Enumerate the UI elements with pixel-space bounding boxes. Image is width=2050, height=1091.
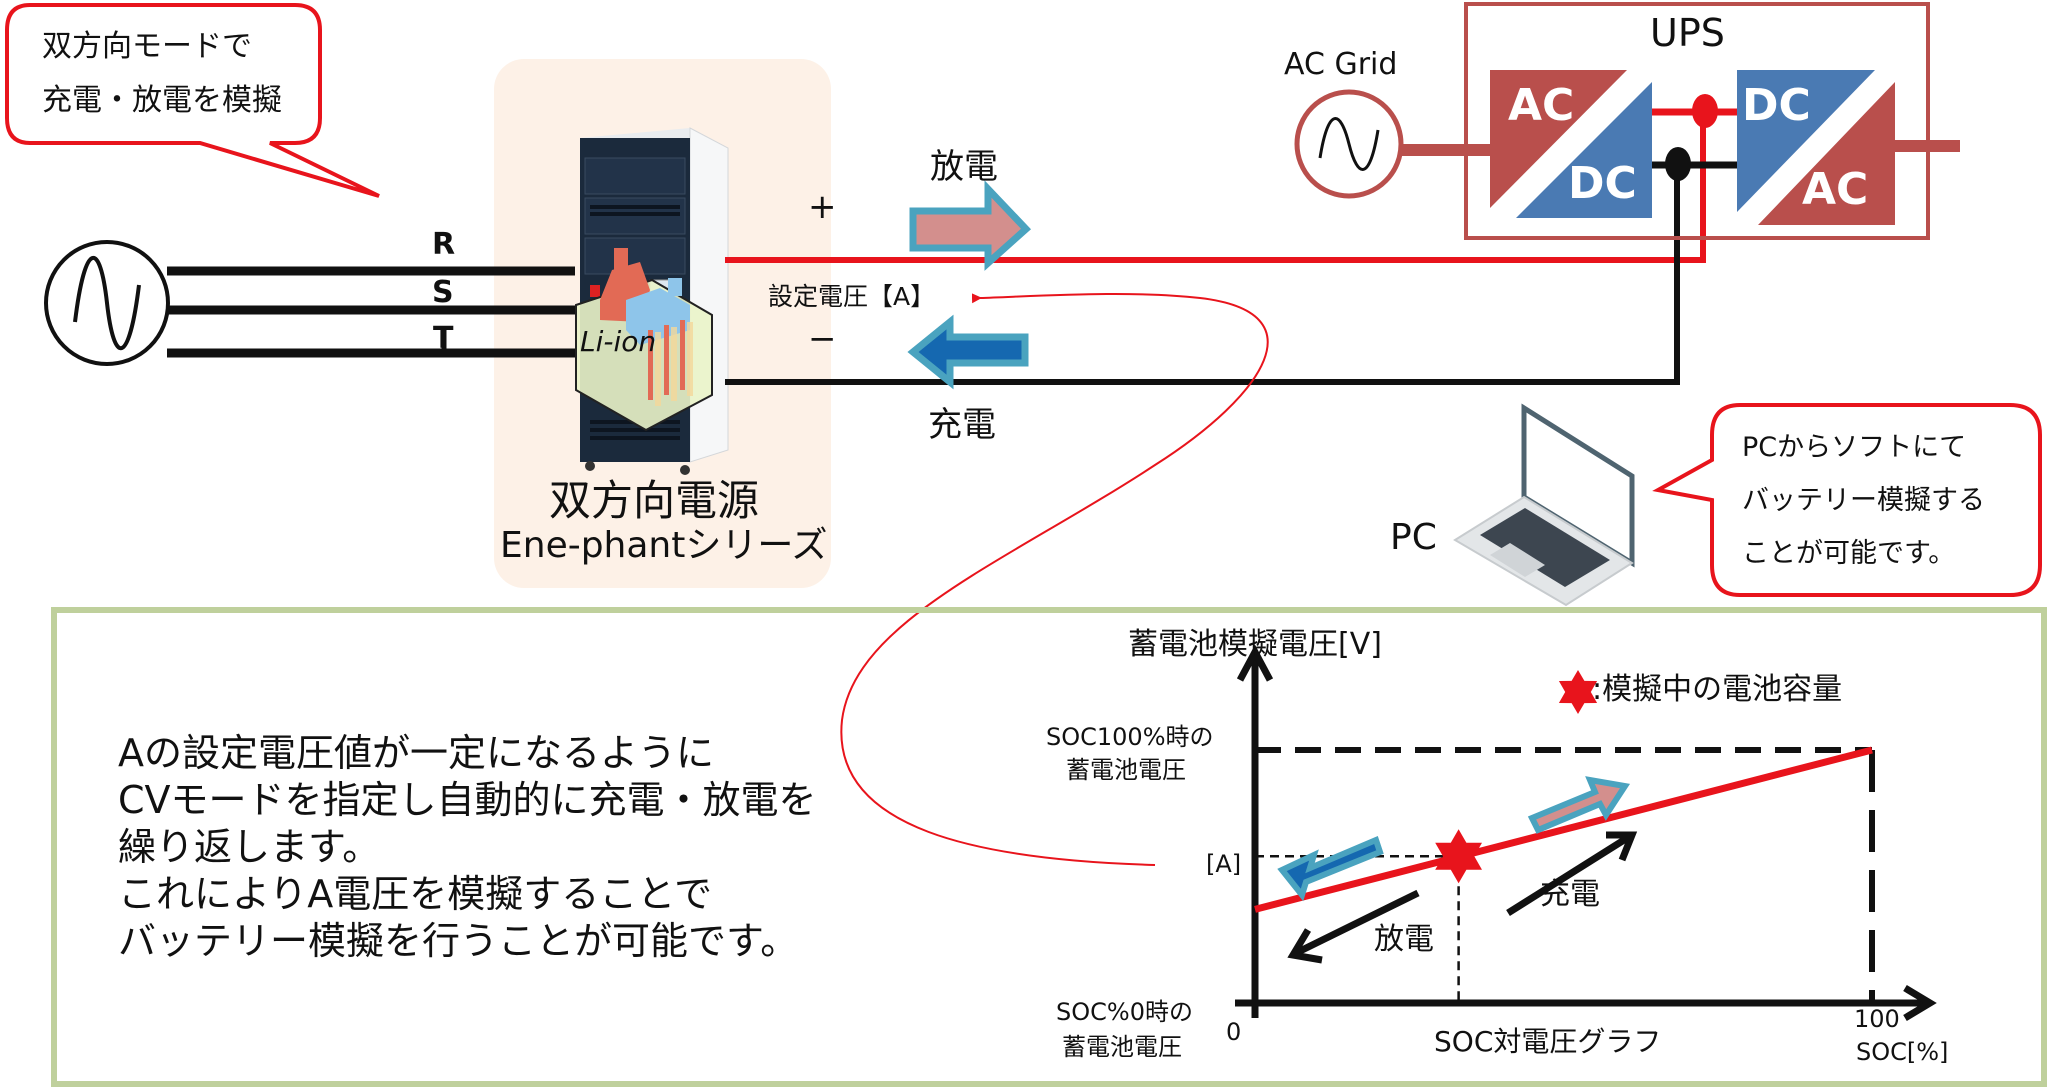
setpoint-voltage-label: 設定電圧【A】 bbox=[768, 282, 936, 311]
ac-grid-label: AC Grid bbox=[1284, 47, 1398, 82]
laptop-icon bbox=[1453, 403, 1635, 607]
legend-star-icon bbox=[1558, 670, 1598, 714]
explanation-line: バッテリー模擬を行うことが可能です。 bbox=[118, 919, 799, 963]
chart-legend-text: :模擬中の電池容量 bbox=[1592, 672, 1843, 707]
sine-wave-icon bbox=[1318, 117, 1380, 171]
charge-direction-arrow bbox=[1506, 832, 1634, 916]
callout-bubble-top-left bbox=[5, 3, 380, 198]
three-phase-lines bbox=[167, 266, 575, 358]
converter2-top-label: DC bbox=[1742, 80, 1811, 131]
setpoint-feedback-curve bbox=[840, 292, 1269, 866]
converter1-bottom-label: DC bbox=[1568, 158, 1637, 209]
y-tick-origin-line2: 蓄電池電圧 bbox=[1062, 1033, 1182, 1061]
chart-charge-annotation: 充電 bbox=[1540, 877, 1600, 912]
sine-wave-icon bbox=[73, 255, 141, 351]
ac-dc-converter bbox=[1490, 70, 1652, 218]
chart-discharge-flow-arrow bbox=[1527, 776, 1631, 834]
chart-discharge-annotation: 放電 bbox=[1374, 922, 1434, 957]
pc-label: PC bbox=[1390, 517, 1437, 558]
negative-junction-dot bbox=[1665, 147, 1691, 181]
converter2-bottom-label: AC bbox=[1802, 164, 1869, 215]
y-tick-origin-line1: SOC%0時の bbox=[1056, 998, 1193, 1026]
dc-minus-label: − bbox=[808, 319, 837, 359]
explanation-text: Aの設定電圧値が一定になるように CVモードを指定し自動的に充電・放電を 繰り返… bbox=[118, 730, 817, 965]
converter1-top-label: AC bbox=[1508, 80, 1575, 131]
charge-direction-arrowhead bbox=[1606, 831, 1638, 862]
chart-y-axis-label: 蓄電池模擬電圧[V] bbox=[1128, 627, 1382, 662]
dc-negative-line bbox=[725, 163, 1680, 385]
explanation-line: Aの設定電圧値が一定になるように bbox=[118, 731, 714, 775]
y-tick-max-line1: SOC100%時の bbox=[1046, 723, 1214, 751]
dc-ac-converter bbox=[1737, 70, 1895, 225]
phase-label-t: T bbox=[433, 321, 454, 356]
callout-bubble-pc bbox=[1652, 403, 2042, 597]
chart-charge-flow-arrow bbox=[1277, 835, 1384, 902]
ups-title: UPS bbox=[1650, 11, 1725, 55]
chart-x-axis-label: SOC[%] bbox=[1856, 1038, 1949, 1066]
device-title: 双方向電源 bbox=[549, 476, 760, 525]
explanation-line: 繰り返します。 bbox=[118, 825, 381, 869]
soc-voltage-line bbox=[1254, 746, 1873, 913]
discharge-label: 放電 bbox=[930, 147, 998, 187]
battery-label: Li-ion bbox=[580, 325, 657, 358]
soc-voltage-chart bbox=[1235, 644, 1937, 1022]
x-tick-100: 100 bbox=[1854, 1005, 1900, 1033]
callout-pc-line2: バッテリー模擬する bbox=[1742, 485, 1985, 516]
y-tick-setpoint: [A] bbox=[1206, 850, 1242, 878]
phase-label-s: S bbox=[432, 275, 454, 310]
y-tick-max-line2: 蓄電池電圧 bbox=[1066, 756, 1186, 784]
ups-box bbox=[1464, 2, 1930, 240]
discharge-direction-arrowhead bbox=[1287, 928, 1323, 964]
discharge-flow-arrow bbox=[909, 180, 1032, 271]
phase-label-r: R bbox=[432, 227, 456, 262]
callout-top-left-line2: 充電・放電を模擬 bbox=[42, 83, 282, 118]
dc-positive-line bbox=[725, 111, 1706, 263]
charge-label: 充電 bbox=[928, 405, 996, 445]
callout-top-left-line1: 双方向モードで bbox=[42, 29, 252, 64]
li-ion-battery-icon bbox=[575, 248, 713, 432]
callout-pc-line3: ことが可能です。 bbox=[1742, 538, 1956, 569]
charge-flow-arrow bbox=[907, 314, 1029, 390]
chart-title: SOC対電圧グラフ bbox=[1434, 1025, 1662, 1058]
y-axis-arrowhead bbox=[1236, 644, 1274, 682]
discharge-direction-arrow bbox=[1294, 889, 1420, 957]
positive-junction-dot bbox=[1692, 94, 1718, 128]
explanation-panel bbox=[51, 607, 2047, 1087]
dc-plus-label: + bbox=[808, 187, 837, 227]
explanation-line: CVモードを指定し自動的に充電・放電を bbox=[118, 778, 817, 822]
battery-capacity-star-marker bbox=[1435, 829, 1482, 884]
callout-pc-line1: PCからソフトにて bbox=[1742, 432, 1967, 463]
explanation-line: これによりA電圧を模擬することで bbox=[118, 872, 713, 916]
device-subtitle: Ene-phantシリーズ bbox=[500, 525, 828, 566]
x-axis-arrowhead bbox=[1903, 984, 1937, 1022]
x-tick-0: 0 bbox=[1226, 1018, 1242, 1046]
